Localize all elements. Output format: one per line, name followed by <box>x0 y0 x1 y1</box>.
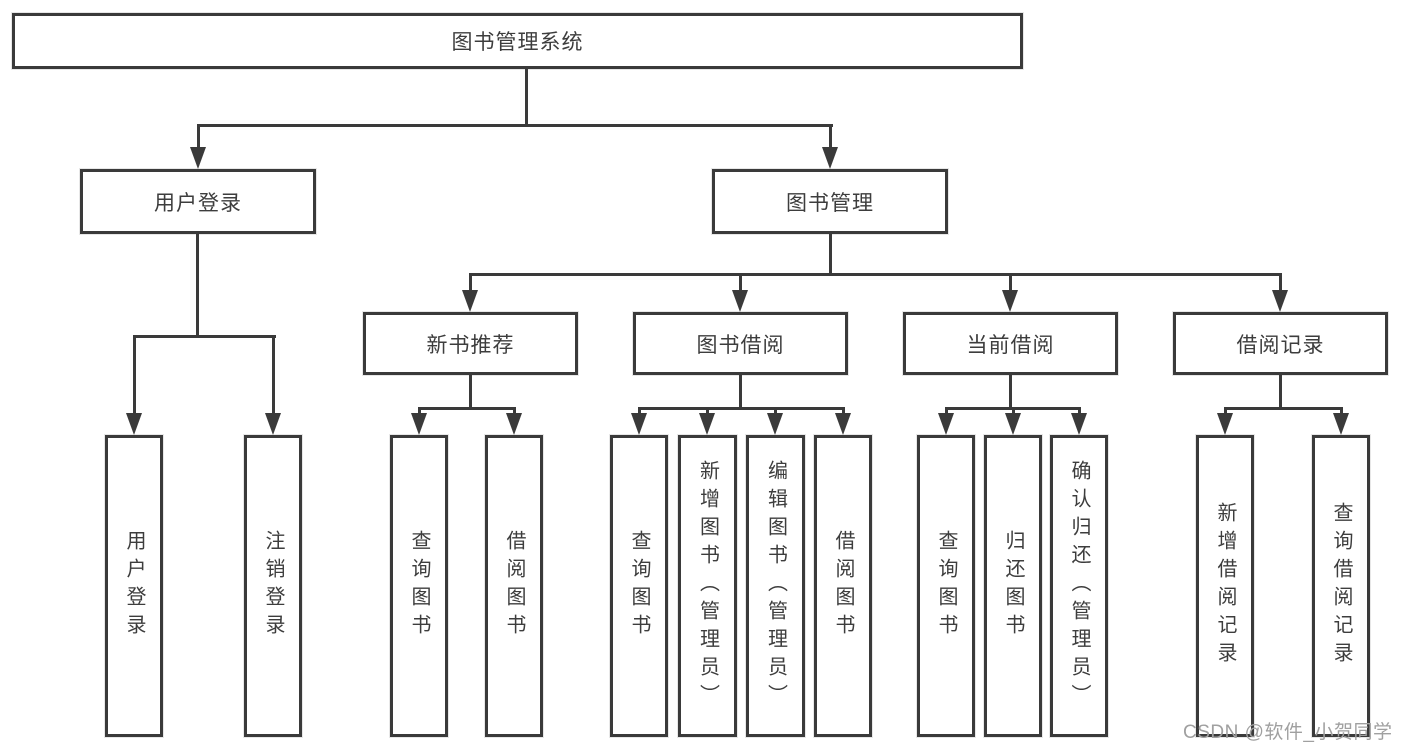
node-book-borrow: 图书借阅 <box>633 312 848 375</box>
connector-arrow <box>411 408 427 435</box>
connector-arrow <box>506 408 522 435</box>
leaf-records-query: 查询借阅记录 <box>1312 435 1370 737</box>
connector-line <box>525 68 528 127</box>
connector-arrow <box>265 336 281 435</box>
leaf-label: 新增图书（管理员） <box>696 460 719 712</box>
leaf-current-return: 归还图书 <box>984 435 1042 737</box>
leaf-user-login: 用户登录 <box>105 435 163 737</box>
leaf-label: 注销登录 <box>262 530 284 642</box>
node-book-management: 图书管理 <box>712 169 948 234</box>
leaf-label: 查询图书 <box>935 530 957 642</box>
node-current-borrow: 当前借阅 <box>903 312 1118 375</box>
connector-arrow <box>732 274 748 312</box>
leaf-borrow-query: 查询图书 <box>610 435 668 737</box>
leaf-borrow-borrow: 借阅图书 <box>814 435 872 737</box>
connector-line <box>1224 407 1343 410</box>
connector-arrow <box>1071 408 1087 435</box>
node-new-book-recommend: 新书推荐 <box>363 312 578 375</box>
leaf-current-query: 查询图书 <box>917 435 975 737</box>
leaf-label: 编辑图书（管理员） <box>764 460 787 712</box>
connector-arrow <box>1217 408 1233 435</box>
connector-arrow <box>1002 274 1018 312</box>
leaf-label: 新增借阅记录 <box>1214 502 1236 670</box>
connector-arrow <box>1005 408 1021 435</box>
connector-line <box>1009 375 1012 410</box>
connector-arrow <box>938 408 954 435</box>
connector-line <box>638 407 845 410</box>
leaf-borrow-edit-admin: 编辑图书（管理员） <box>746 435 805 737</box>
leaf-newbook-borrow: 借阅图书 <box>485 435 543 737</box>
leaf-label: 查询图书 <box>628 530 650 642</box>
leaf-logout: 注销登录 <box>244 435 302 737</box>
connector-arrow <box>822 125 838 169</box>
node-borrow-records: 借阅记录 <box>1173 312 1388 375</box>
connector-arrow <box>835 408 851 435</box>
connector-arrow <box>190 125 206 169</box>
connector-line <box>197 124 833 127</box>
leaf-newbook-query: 查询图书 <box>390 435 448 737</box>
leaf-label: 归还图书 <box>1002 530 1024 642</box>
connector-arrow <box>462 274 478 312</box>
connector-line <box>829 234 832 276</box>
leaf-label: 借阅图书 <box>832 530 854 642</box>
node-root: 图书管理系统 <box>12 13 1023 69</box>
leaf-label: 用户登录 <box>123 530 145 642</box>
leaf-records-add: 新增借阅记录 <box>1196 435 1254 737</box>
leaf-label: 查询借阅记录 <box>1330 502 1352 670</box>
connector-arrow <box>767 408 783 435</box>
connector-line <box>739 375 742 410</box>
connector-line <box>469 273 1282 276</box>
connector-arrow <box>699 408 715 435</box>
watermark: CSDN @软件_小贺同学 <box>1183 722 1393 743</box>
node-user-login: 用户登录 <box>80 169 316 234</box>
connector-line <box>133 335 276 338</box>
connector-arrow <box>126 336 142 435</box>
leaf-current-confirm-admin: 确认归还（管理员） <box>1050 435 1108 737</box>
connector-line <box>196 234 199 338</box>
connector-arrow <box>1333 408 1349 435</box>
connector-arrow <box>1272 274 1288 312</box>
connector-line <box>469 375 472 410</box>
leaf-label: 查询图书 <box>408 530 430 642</box>
connector-line <box>418 407 516 410</box>
leaf-borrow-add-admin: 新增图书（管理员） <box>678 435 737 737</box>
connector-line <box>1279 375 1282 410</box>
leaf-label: 借阅图书 <box>503 530 525 642</box>
leaf-label: 确认归还（管理员） <box>1068 460 1090 712</box>
connector-arrow <box>631 408 647 435</box>
